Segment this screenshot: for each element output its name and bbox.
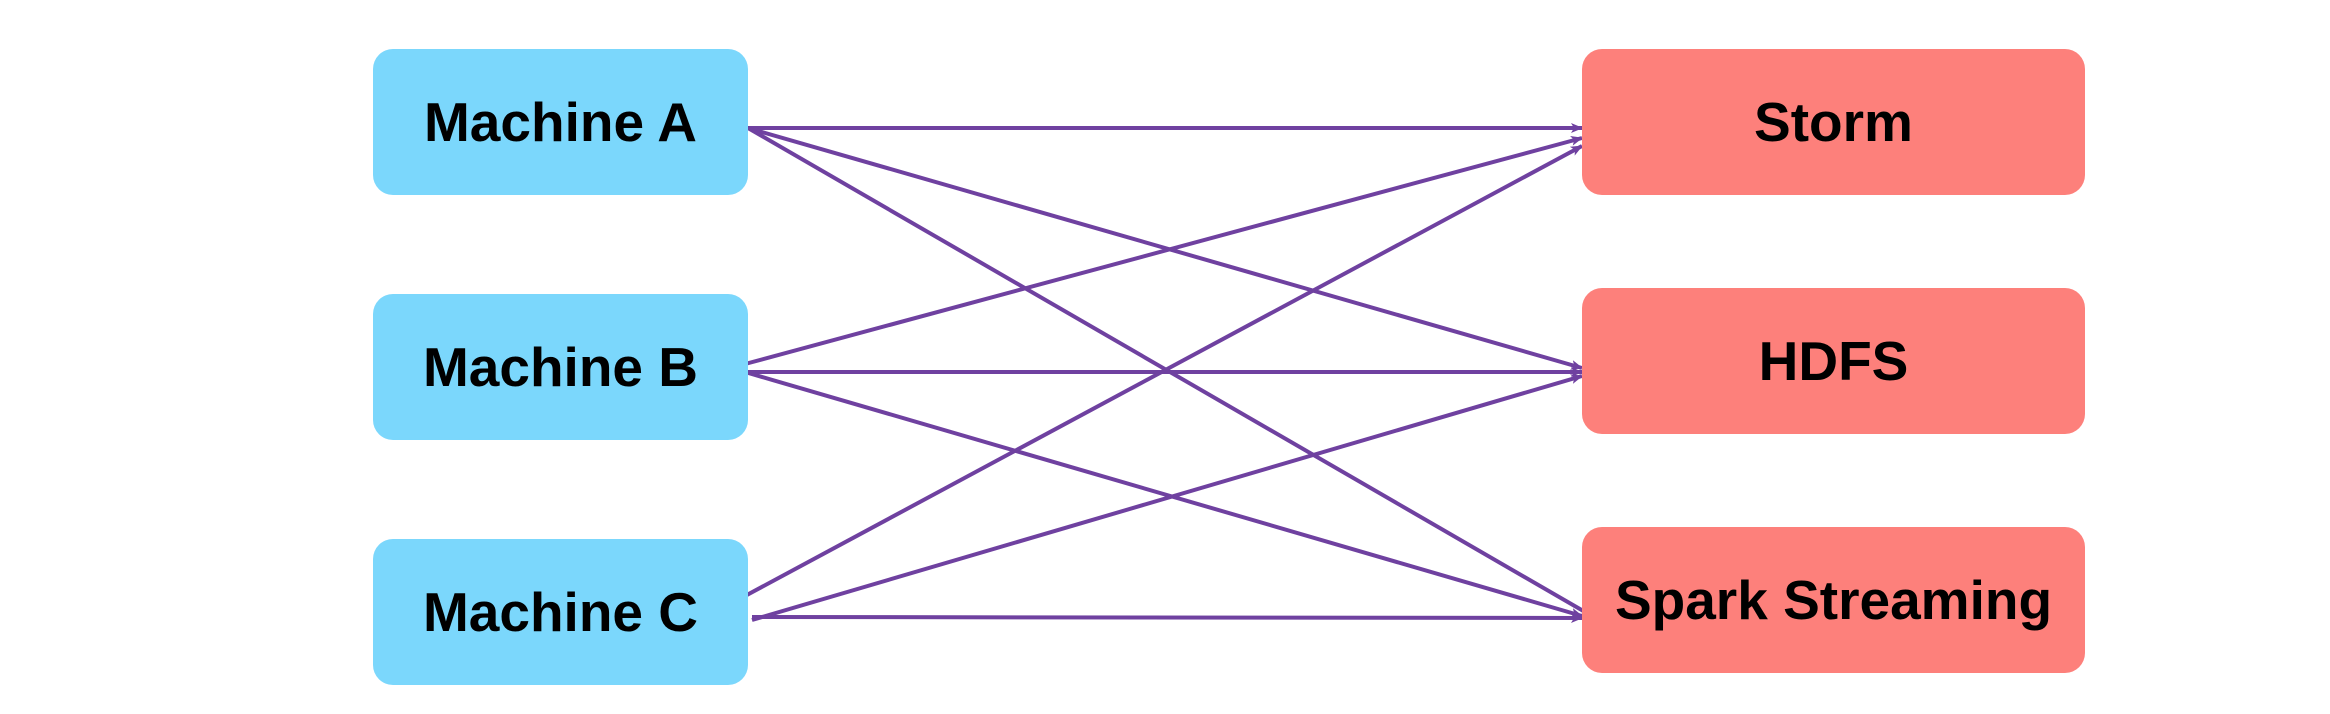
node-label: Spark Streaming xyxy=(1614,569,2053,631)
node-label: Machine B xyxy=(422,336,699,398)
node-label: Machine C xyxy=(422,581,699,643)
node-machine-a: Machine A xyxy=(373,49,748,195)
edge-machine-b-to-storm xyxy=(744,136,1583,366)
edge-machine-a-to-hdfs xyxy=(747,126,1583,370)
node-label: Storm xyxy=(1754,91,1913,153)
edge-group xyxy=(744,123,1594,623)
edge-machine-b-to-spark-streaming xyxy=(744,370,1583,618)
node-label: HDFS xyxy=(1758,330,1909,392)
node-machine-b: Machine B xyxy=(373,294,748,440)
edge-machine-c-to-storm xyxy=(744,144,1583,598)
node-spark-streaming: Spark Streaming xyxy=(1582,527,2085,673)
node-hdfs: HDFS xyxy=(1582,288,2085,434)
edge-machine-c-to-spark-streaming xyxy=(751,612,1583,623)
node-label: Machine A xyxy=(423,91,697,153)
node-machine-c: Machine C xyxy=(373,539,748,685)
node-storm: Storm xyxy=(1582,49,2085,195)
edge-machine-c-to-hdfs xyxy=(751,374,1583,622)
